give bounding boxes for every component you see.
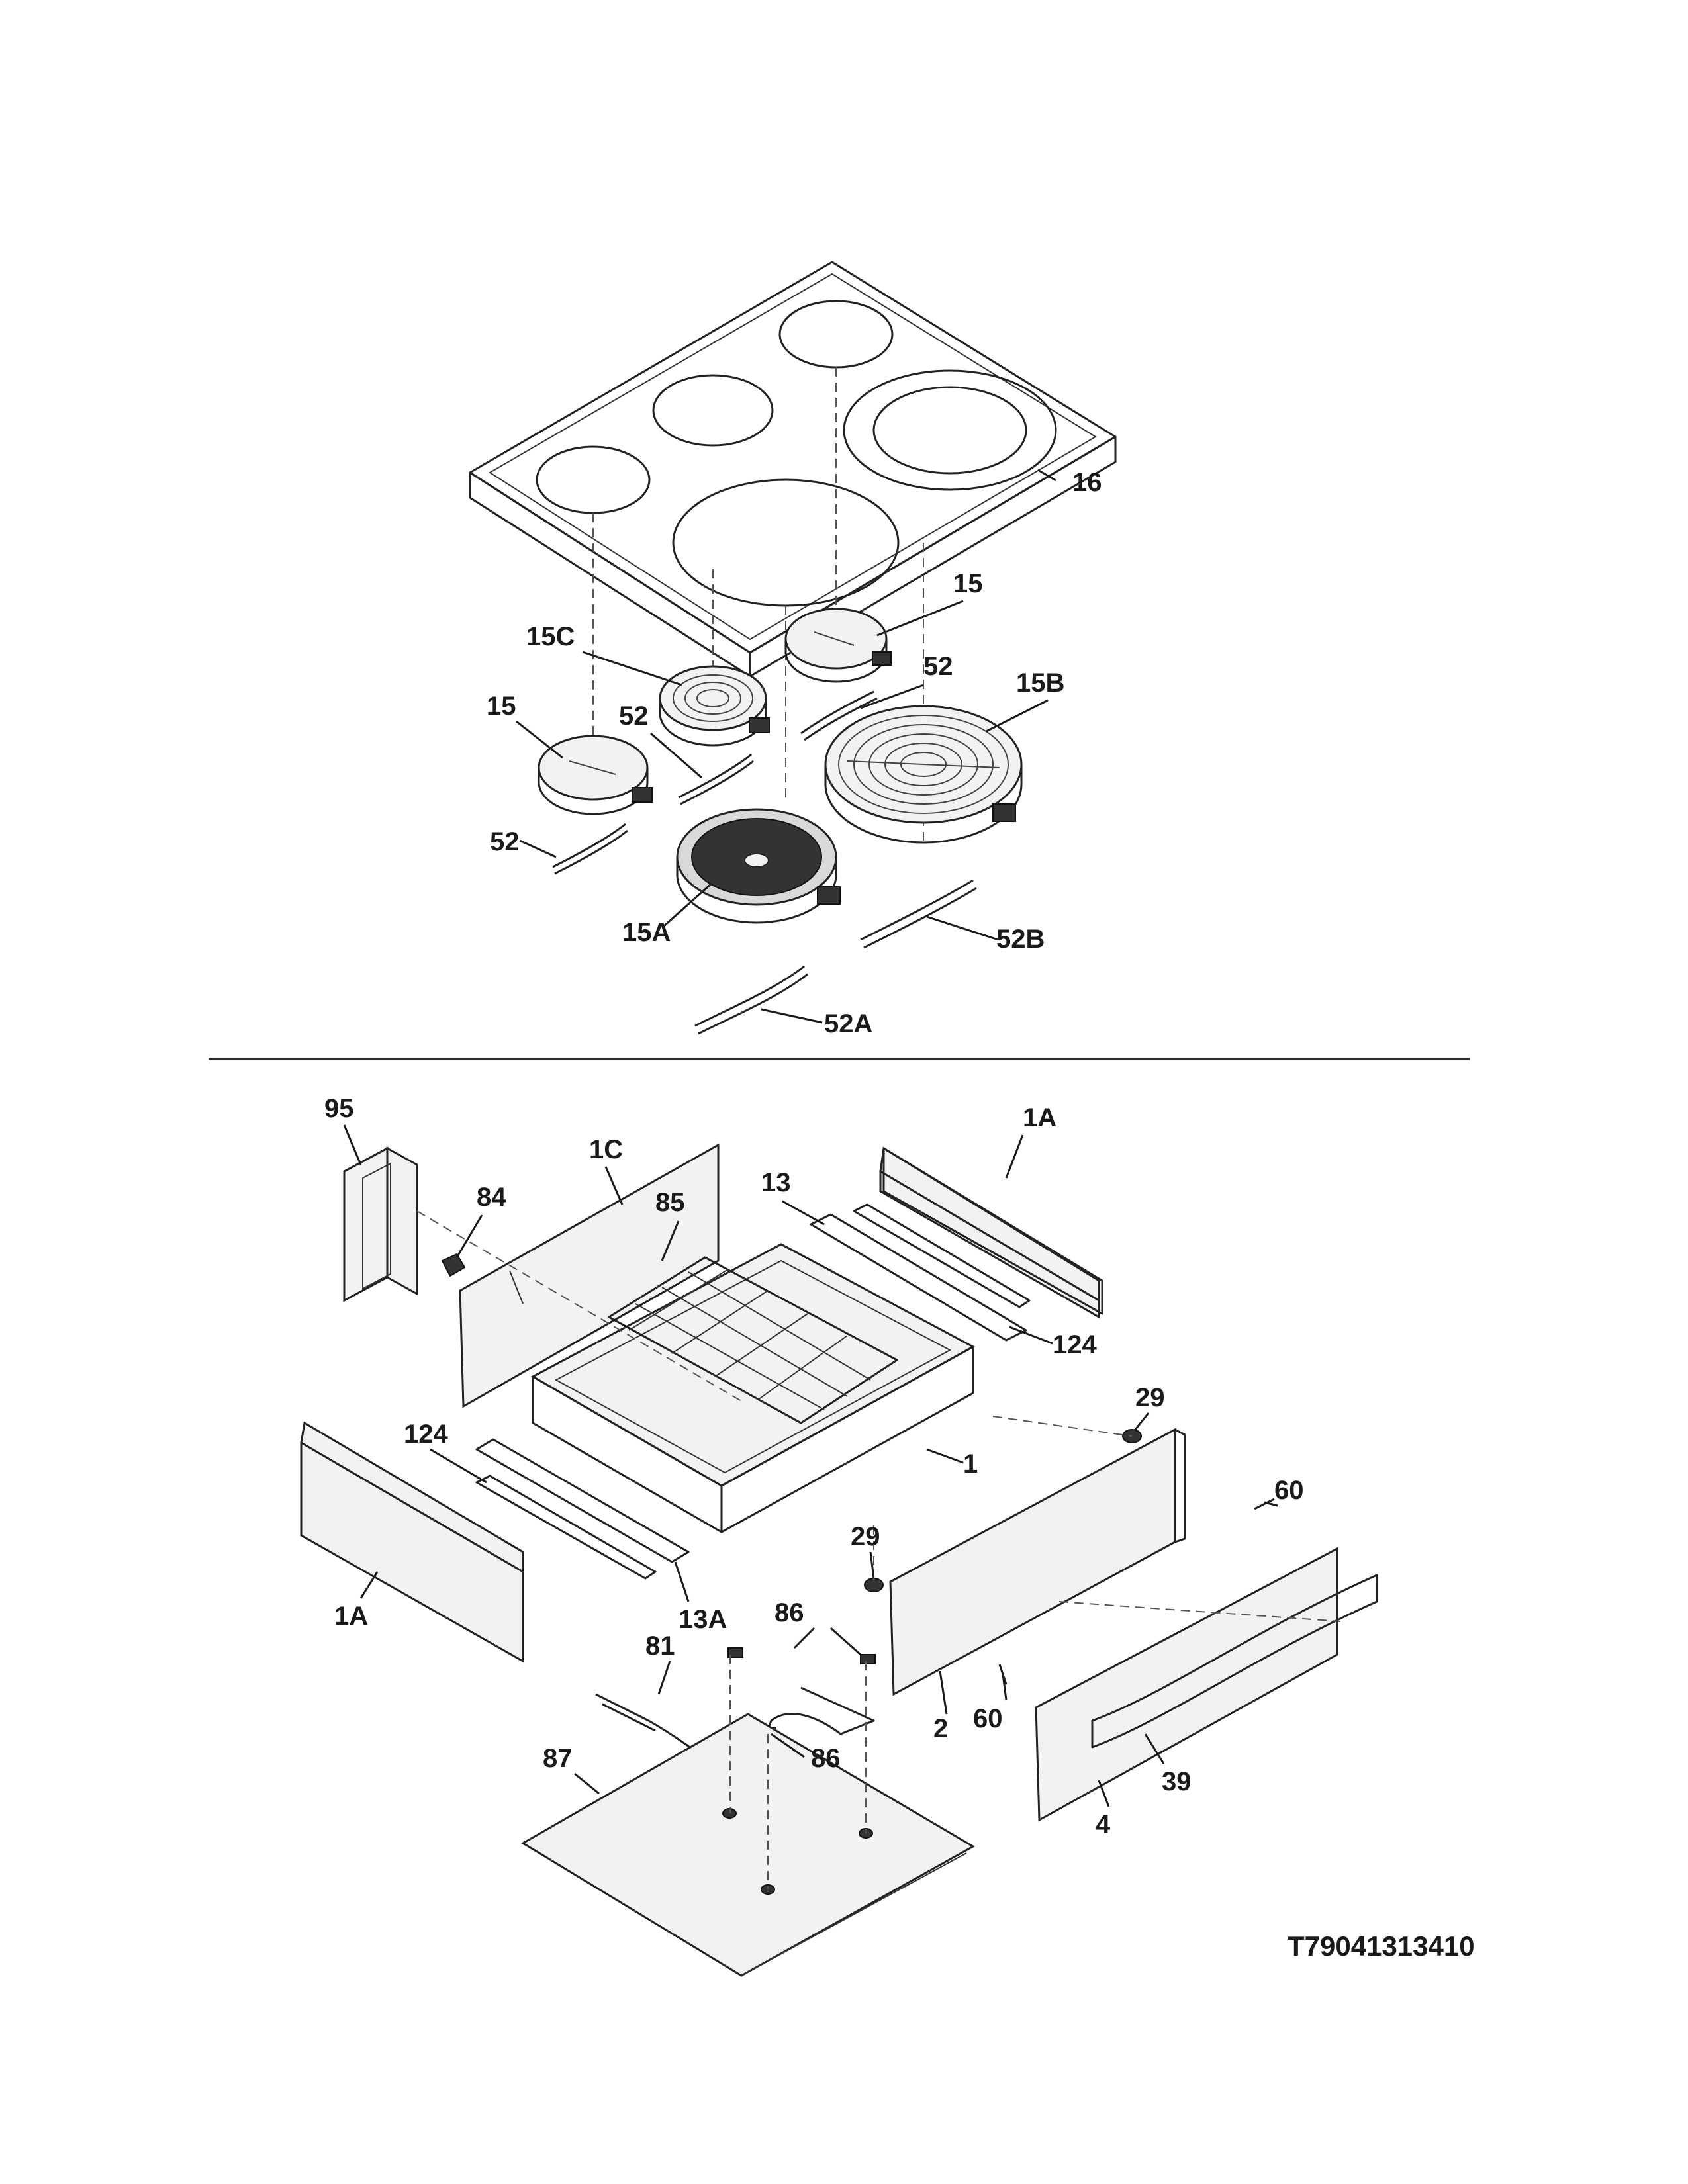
rail-124-right <box>853 1203 1031 1308</box>
clip-84 <box>441 1253 466 1277</box>
label-15-rear-right: 15 <box>953 569 983 598</box>
strap-52b-right-front <box>860 879 977 949</box>
alignment-lines-bottom <box>416 1210 1341 1889</box>
label-15b: 15B <box>1016 668 1064 698</box>
label-29-right: 29 <box>1135 1383 1165 1412</box>
label-1c: 1C <box>589 1135 623 1164</box>
label-1: 1 <box>963 1449 978 1479</box>
leader-lines <box>343 469 1278 1807</box>
side-panel-1a-right <box>879 1146 1103 1319</box>
label-15-left-front: 15 <box>487 692 516 721</box>
slide-13a-left <box>475 1438 690 1563</box>
label-86-bottom: 86 <box>811 1744 841 1773</box>
strap-52-left-rear <box>678 753 754 805</box>
label-29-left: 29 <box>851 1522 880 1551</box>
label-4: 4 <box>1096 1810 1111 1839</box>
element-15-left-front <box>538 735 653 815</box>
label-39: 39 <box>1162 1767 1192 1796</box>
strap-52-rear-right <box>800 690 878 741</box>
label-2: 2 <box>933 1714 948 1743</box>
label-87: 87 <box>543 1744 573 1773</box>
label-60-right: 60 <box>1274 1476 1304 1505</box>
screw-60-right <box>1254 1498 1275 1510</box>
side-panel-1a-left <box>300 1421 524 1663</box>
label-16: 16 <box>1072 468 1102 497</box>
slide-13-right <box>810 1213 1027 1342</box>
element-15a-center-front <box>676 808 841 924</box>
label-1a-right: 1A <box>1023 1103 1056 1132</box>
strap-52a-center-front <box>694 965 808 1035</box>
label-15a: 15A <box>622 918 671 947</box>
diagram-code: T79041313410 <box>1288 1931 1475 1962</box>
back-panel-1c <box>459 1143 720 1408</box>
label-52-rear-right: 52 <box>923 652 953 681</box>
bracket-86-top <box>727 1647 876 1664</box>
bottom-panel-87 <box>521 1713 976 1977</box>
label-52-left-front: 52 <box>490 827 520 856</box>
label-124-left: 124 <box>404 1420 448 1449</box>
label-60-left: 60 <box>973 1704 1003 1733</box>
label-52b: 52B <box>996 925 1045 954</box>
element-15b-right-front <box>824 705 1023 844</box>
label-13: 13 <box>761 1168 791 1197</box>
drawer-front-panel-2 <box>889 1428 1186 1696</box>
vent-duct-95 <box>343 1146 418 1302</box>
strap-52-left-front <box>552 823 628 875</box>
element-15c-left-rear <box>659 665 770 747</box>
label-86-top: 86 <box>774 1598 804 1627</box>
label-15c: 15C <box>526 622 575 651</box>
element-15-rear-right <box>784 608 892 683</box>
label-1a-left: 1A <box>334 1602 368 1631</box>
label-84: 84 <box>477 1183 506 1212</box>
label-95: 95 <box>324 1094 354 1123</box>
label-124-right: 124 <box>1053 1330 1097 1359</box>
rail-124-left <box>475 1475 657 1580</box>
label-52a: 52A <box>824 1009 872 1038</box>
label-13a: 13A <box>679 1605 727 1634</box>
drawer-rack-85 <box>608 1256 898 1424</box>
label-81: 81 <box>645 1631 675 1661</box>
label-52-left-rear: 52 <box>619 702 649 731</box>
cooktop-glass <box>469 261 1117 678</box>
label-85: 85 <box>655 1188 685 1217</box>
